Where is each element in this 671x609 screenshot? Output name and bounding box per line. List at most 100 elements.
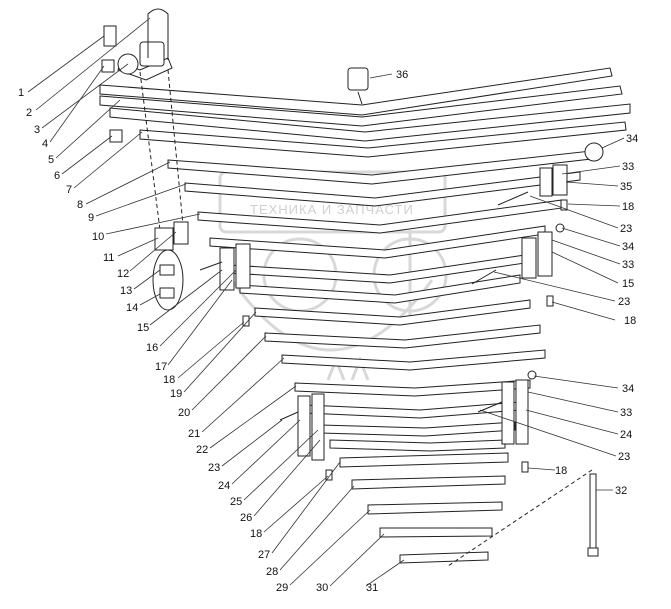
leader-22 (209, 385, 297, 449)
clamp-right-mid-2 (537, 231, 553, 277)
leaf-3 (109, 103, 631, 142)
leader-16 (159, 269, 237, 347)
leader-10 (105, 213, 201, 235)
label-34-bottom: 34 (622, 383, 634, 395)
label-36: 36 (396, 69, 408, 81)
leaf-10 (239, 274, 521, 304)
label-1: 1 (18, 87, 24, 99)
label-25: 25 (230, 496, 242, 508)
pin-23-bottom-left (279, 411, 299, 421)
nut-6-icon (109, 129, 123, 143)
label-5: 5 (48, 154, 54, 166)
leaf-18 (339, 452, 509, 468)
leaf-17 (329, 439, 506, 452)
leader-33b (551, 239, 621, 265)
leader-24a (231, 419, 301, 485)
leader-18e (527, 467, 556, 471)
leader-33a (561, 165, 621, 175)
label-16: 16 (146, 342, 158, 354)
clamp-bottom-left (297, 395, 311, 457)
label-22: 22 (196, 444, 208, 456)
label-20: 20 (178, 407, 190, 419)
leaf-stack (99, 67, 631, 564)
label-6: 6 (54, 170, 60, 182)
leader-19 (183, 311, 257, 393)
label-11: 11 (103, 252, 114, 264)
guide-line-left (139, 71, 161, 231)
leaf-4 (139, 121, 627, 158)
label-21: 21 (188, 428, 200, 440)
label-23-right-mid: 23 (618, 296, 630, 308)
leader-13 (133, 269, 161, 290)
label-18-bottom: 18 (250, 528, 262, 540)
leader-7 (73, 131, 143, 189)
label-23-right-top: 23 (620, 223, 632, 235)
leaf-14 (294, 379, 531, 397)
pin-23-upper (497, 191, 529, 206)
leader-34c (533, 375, 619, 389)
roller-icon (117, 53, 139, 75)
leaf-2 (99, 85, 623, 127)
bolt-18-d (325, 469, 333, 481)
leaf-1 (99, 67, 613, 116)
label-18-right-bottom: 18 (555, 465, 567, 477)
guide-line-right (167, 69, 184, 226)
part-labels: 1 2 3 4 5 6 7 8 9 10 11 12 13 14 15 16 1… (18, 69, 638, 594)
label-30: 30 (316, 582, 328, 594)
leader-2 (35, 17, 151, 111)
label-10: 10 (92, 231, 104, 243)
clamp-left-upper-2 (235, 243, 251, 289)
clamp-right-mid (521, 237, 537, 279)
leader-24b (525, 409, 619, 435)
saddle-block (139, 41, 165, 67)
clamp-right-top-2 (552, 164, 568, 196)
leaf-21 (379, 527, 493, 538)
label-12: 12 (117, 268, 129, 280)
clamp-left-upper (219, 247, 235, 291)
leaf-6 (184, 171, 581, 207)
leader-27 (271, 461, 341, 554)
insert-group-13-14 (152, 249, 184, 311)
leader-4 (49, 65, 105, 143)
insert-14-icon (159, 287, 175, 299)
pad-36-arrow (357, 91, 363, 105)
label-8: 8 (77, 199, 83, 211)
label-32: 32 (615, 485, 627, 497)
label-7: 7 (66, 184, 72, 196)
pad-36-icon (347, 67, 369, 91)
leader-5 (55, 99, 121, 159)
leader-11 (117, 237, 159, 257)
leaf-13 (281, 349, 546, 371)
label-26: 26 (240, 512, 252, 524)
label-18-left: 18 (163, 374, 175, 386)
clip-12-icon (173, 221, 189, 245)
leader-12 (129, 231, 177, 272)
leader-34b (561, 227, 621, 247)
bolt-18-c (242, 315, 250, 327)
leader-8 (85, 161, 171, 205)
leader-15a (149, 269, 223, 326)
leader-23d (221, 419, 283, 467)
leaf-20 (367, 501, 503, 515)
leader-23b (493, 271, 616, 302)
leader-34a (601, 137, 625, 149)
clamps (199, 142, 604, 567)
label-17: 17 (155, 361, 167, 373)
rivet-34-bottom-icon (527, 370, 537, 380)
leaf-22 (399, 551, 489, 564)
leader-35 (565, 181, 619, 187)
label-35: 35 (620, 181, 632, 193)
leaf-12 (264, 324, 541, 349)
center-bolt-32-nut (587, 547, 599, 557)
leader-lines (27, 17, 625, 587)
leader-29 (289, 509, 371, 586)
center-bolt-guide (447, 469, 593, 567)
center-bolt-32-icon (589, 473, 597, 555)
clamp-right-top (539, 167, 553, 197)
clamp-bottom-left-2 (311, 393, 325, 461)
label-28: 28 (266, 566, 278, 578)
leader-18b (551, 301, 616, 321)
label-24-right: 24 (620, 429, 632, 441)
